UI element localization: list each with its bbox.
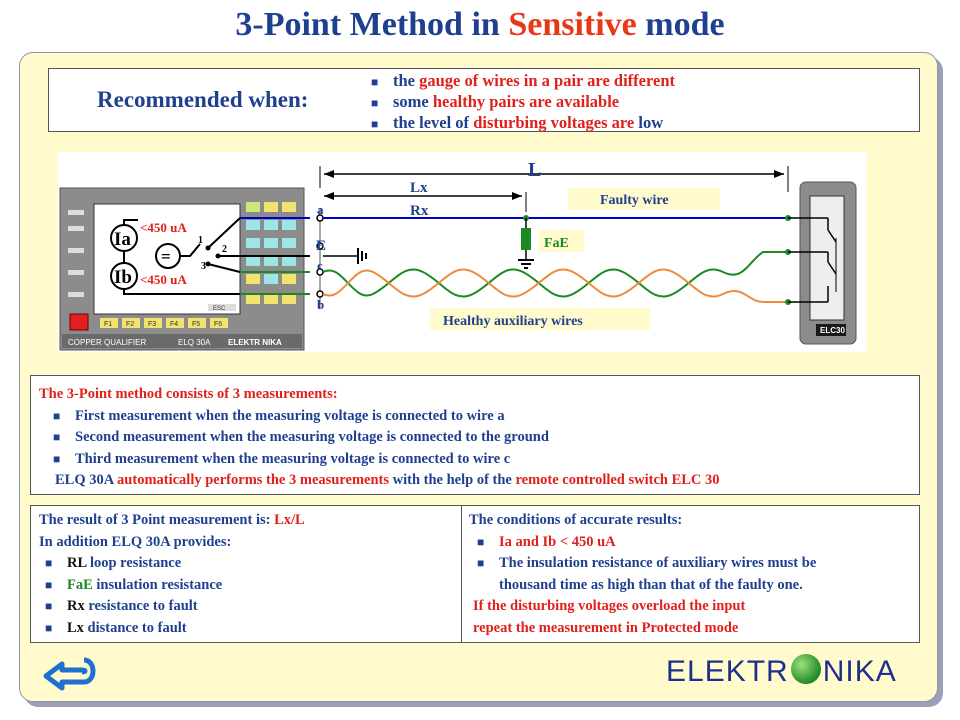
condition-item: ■The insulation resistance of auxiliary … — [477, 555, 817, 571]
results-box: The result of 3 Point measurement is: Lx… — [30, 505, 920, 643]
result-item: ■FaE insulation resistance — [45, 576, 223, 593]
svg-text:1: 1 — [198, 235, 203, 246]
recommended-label: Recommended when: — [97, 87, 309, 112]
svg-text:F1: F1 — [104, 321, 112, 328]
back-arrow-button[interactable] — [40, 652, 100, 692]
svg-text:3: 3 — [201, 261, 206, 272]
terminal-c: c — [317, 258, 323, 273]
result-item: ■Rx resistance to fault — [45, 598, 198, 614]
method-description-box: The 3-Point method consists of 3 measure… — [30, 375, 920, 495]
result-intro: In addition ELQ 30A provides: — [39, 533, 232, 550]
method-heading: The 3-Point method consists of 3 measure… — [39, 386, 338, 402]
result-item: ■RL loop resistance — [45, 555, 182, 571]
recommended-item: ■some healthy pairs are available — [371, 92, 620, 111]
column-divider — [461, 506, 462, 642]
voltage-source: = — [155, 243, 181, 269]
lx-label: Lx — [410, 180, 428, 196]
result-line: The result of 3 Point measurement is: Lx… — [39, 512, 305, 528]
elq30a-device: COPPER QUALIFIER ELQ 30A ELEKTR NIKA F1 … — [59, 187, 305, 351]
results-column: The result of 3 Point measurement is: Lx… — [39, 510, 305, 639]
limit-b-label: <450 uA — [140, 272, 187, 287]
healthy-auxiliary-wires — [322, 251, 788, 303]
rx-label: Rx — [410, 203, 429, 219]
recommended-list: ■the gauge of wires in a pair are differ… — [371, 71, 675, 134]
svg-text:Ib: Ib — [114, 267, 132, 288]
svg-text:ELQ 30A: ELQ 30A — [178, 338, 211, 347]
globe-icon — [790, 654, 821, 684]
fae-label: FaE — [544, 236, 569, 251]
svg-text:Ia: Ia — [114, 229, 131, 250]
method-item: ■Second measurement when the measuring v… — [53, 429, 549, 445]
svg-text:ELEKTR NIKA: ELEKTR NIKA — [228, 338, 282, 347]
svg-text:F3: F3 — [148, 321, 156, 328]
warning-line: If the disturbing voltages overload the … — [473, 598, 746, 614]
svg-text:F4: F4 — [170, 321, 178, 328]
svg-text:F2: F2 — [126, 321, 134, 328]
fault-resistor-fae — [518, 218, 534, 269]
terminal-a: a — [317, 202, 324, 217]
length-label-l: L — [528, 159, 541, 181]
faulty-wire-label: Faulty wire — [600, 193, 669, 208]
ammeter-ia: Ia — [110, 224, 138, 252]
svg-text:F5: F5 — [192, 321, 200, 328]
back-arrow-icon — [43, 657, 96, 691]
result-item: ■Lx distance to fault — [45, 619, 187, 636]
warning-line: repeat the measurement in Protected mode — [473, 619, 739, 636]
terminal-b: b — [317, 297, 324, 312]
svg-text:2: 2 — [222, 244, 227, 255]
method-item: ■First measurement when the measuring vo… — [53, 407, 505, 424]
limit-a-label: <450 uA — [140, 220, 187, 235]
terminal-e: E — [316, 238, 326, 254]
circuit-diagram: COPPER QUALIFIER ELQ 30A ELEKTR NIKA F1 … — [58, 152, 866, 352]
recommended-item: ■the level of disturbing voltages are lo… — [371, 113, 664, 132]
method-footer: ELQ 30A automatically performs the 3 mea… — [55, 472, 720, 488]
condition-item: ■Ia and Ib < 450 uA — [477, 533, 616, 550]
recommended-item: ■the gauge of wires in a pair are differ… — [371, 71, 676, 90]
conditions-heading: The conditions of accurate results: — [469, 512, 683, 528]
svg-text:=: = — [161, 247, 171, 266]
svg-text:COPPER QUALIFIER: COPPER QUALIFIER — [68, 338, 146, 347]
svg-text:ELC30: ELC30 — [820, 326, 845, 335]
healthy-wires-label: Healthy auxiliary wires — [443, 314, 583, 329]
svg-text:ESC: ESC — [213, 306, 226, 312]
svg-text:F6: F6 — [214, 321, 222, 328]
page-title: 3-Point Method in Sensitive mode — [235, 6, 725, 43]
method-item: ■Third measurement when the measuring vo… — [53, 450, 511, 467]
ground-symbol — [323, 248, 367, 264]
elc30-remote-switch: ELC30 — [788, 181, 857, 345]
conditions-column: The conditions of accurate results: ■Ia … — [469, 510, 816, 639]
condition-item-cont: thousand time as high than that of the f… — [499, 576, 803, 593]
recommended-box: Recommended when: ■the gauge of wires in… — [48, 68, 920, 132]
ammeter-ib: Ib — [110, 262, 138, 290]
